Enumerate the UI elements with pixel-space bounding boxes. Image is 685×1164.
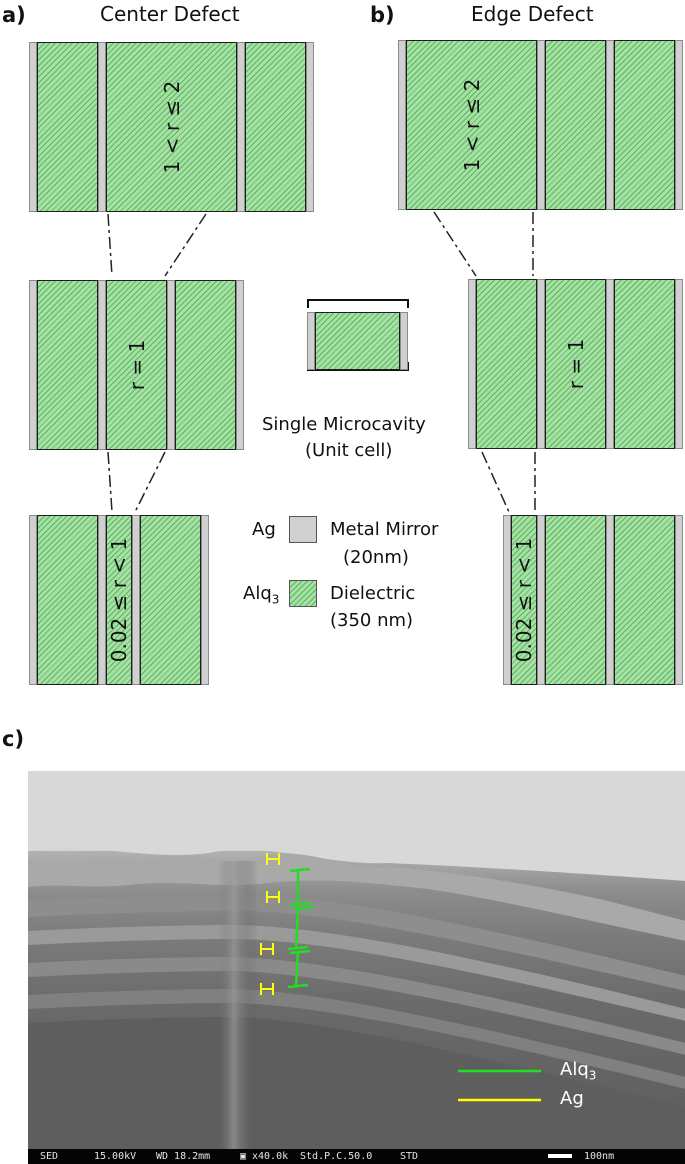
legend-ag-name: Ag — [252, 519, 276, 540]
dielectric-layer: r = 1 — [545, 279, 606, 449]
defect-dielectric-layer: 1 < r ≤ 2 — [406, 40, 537, 210]
mirror-layer — [29, 280, 37, 450]
sem-working-distance: WD 18.2mm — [156, 1151, 211, 1162]
thickness-markers — [260, 853, 541, 1102]
mirror-layer — [307, 312, 315, 370]
mirror-layer — [29, 42, 37, 212]
sem-micrograph: Alq3 Ag — [28, 771, 685, 1149]
mirror-layer — [98, 515, 106, 685]
dielectric-layer — [175, 280, 236, 450]
unit-cell-caption-line1: Single Microcavity — [262, 414, 426, 435]
dielectric-layer — [545, 515, 606, 685]
panel-b-title: Edge Defect — [471, 2, 594, 26]
defect-dielectric-layer: r = 1 — [106, 280, 167, 450]
panel-b-label: b) — [370, 3, 395, 27]
mirror-layer — [400, 312, 408, 370]
dielectric-layer — [37, 280, 98, 450]
connector-lines — [107, 211, 536, 513]
connector-line — [164, 213, 207, 277]
mirror-layer — [98, 42, 106, 212]
defect-dielectric-layer: 1 < r ≤ 2 — [106, 42, 237, 212]
panel-a-title: Center Defect — [100, 2, 240, 26]
sem-voltage: 15.00kV — [94, 1151, 137, 1162]
defect-dielectric-layer: 0.02 ≤ r < 1 — [511, 515, 537, 685]
sem-magnification: x40.0k — [252, 1151, 289, 1162]
mirror-layer — [29, 515, 37, 685]
legend-ag-desc1: Metal Mirror — [330, 519, 439, 540]
sem-legend-alq: Alq3 — [560, 1059, 597, 1083]
unit-cell-caption-line2: (Unit cell) — [305, 440, 393, 461]
dielectric-layer — [545, 40, 606, 210]
mirror-layer — [468, 279, 476, 449]
ag-markers — [260, 853, 280, 995]
camera-icon: ▣ — [240, 1151, 247, 1162]
sem-info-bar: SED 15.00kV WD 18.2mm ▣ x40.0k Std.P.C.5… — [28, 1149, 685, 1164]
sem-detector: SED — [40, 1151, 59, 1162]
panel-c-label: c) — [2, 727, 25, 751]
mirror-layer — [606, 40, 614, 210]
sem-mode: Std.P.C.50.0 — [300, 1151, 373, 1162]
connector-line — [481, 451, 510, 513]
mirror-layer — [606, 279, 614, 449]
mirror-layer — [675, 40, 683, 210]
mirror-layer — [606, 515, 614, 685]
scale-bar — [548, 1154, 572, 1158]
legend-alq-swatch — [289, 580, 317, 607]
mirror-layer — [537, 279, 545, 449]
dielectric-layer — [614, 40, 675, 210]
mirror-layer — [201, 515, 209, 685]
dielectric-layer — [614, 279, 675, 449]
mirror-layer — [306, 42, 314, 212]
mirror-layer — [537, 40, 545, 210]
defect-dielectric-layer: 0.02 ≤ r < 1 — [106, 515, 132, 685]
mirror-layer — [167, 280, 175, 450]
mirror-layer — [236, 280, 244, 450]
dielectric-layer — [315, 312, 400, 370]
mirror-layer — [503, 515, 511, 685]
mirror-layer — [537, 515, 545, 685]
sem-texture — [28, 771, 685, 1149]
dielectric-layer — [614, 515, 675, 685]
connector-line — [134, 451, 166, 513]
dielectric-layer — [37, 515, 98, 685]
legend-alq-name: Alq3 — [243, 583, 280, 607]
connector-line — [107, 451, 113, 513]
sem-legend-ag: Ag — [560, 1088, 584, 1109]
dielectric-layer — [245, 42, 306, 212]
sem-scale-label: 100nm — [584, 1151, 615, 1162]
dielectric-layer — [37, 42, 98, 212]
mirror-layer — [98, 280, 106, 450]
sem-std: STD — [400, 1151, 419, 1162]
connector-line — [107, 213, 113, 277]
legend-alq-desc2: (350 nm) — [330, 610, 414, 631]
alq-markers — [287, 867, 315, 989]
mirror-layer — [237, 42, 245, 212]
mirror-layer — [398, 40, 406, 210]
legend-ag-desc2: (20nm) — [343, 547, 409, 568]
panel-a-label: a) — [2, 3, 26, 27]
mirror-layer — [132, 515, 140, 685]
defect-dielectric-layer — [476, 279, 537, 449]
legend-ag-swatch — [289, 516, 317, 543]
dielectric-layer — [140, 515, 201, 685]
connector-line — [433, 211, 477, 277]
mirror-layer — [675, 515, 683, 685]
legend-alq-desc1: Dielectric — [330, 583, 416, 604]
mirror-layer — [675, 279, 683, 449]
